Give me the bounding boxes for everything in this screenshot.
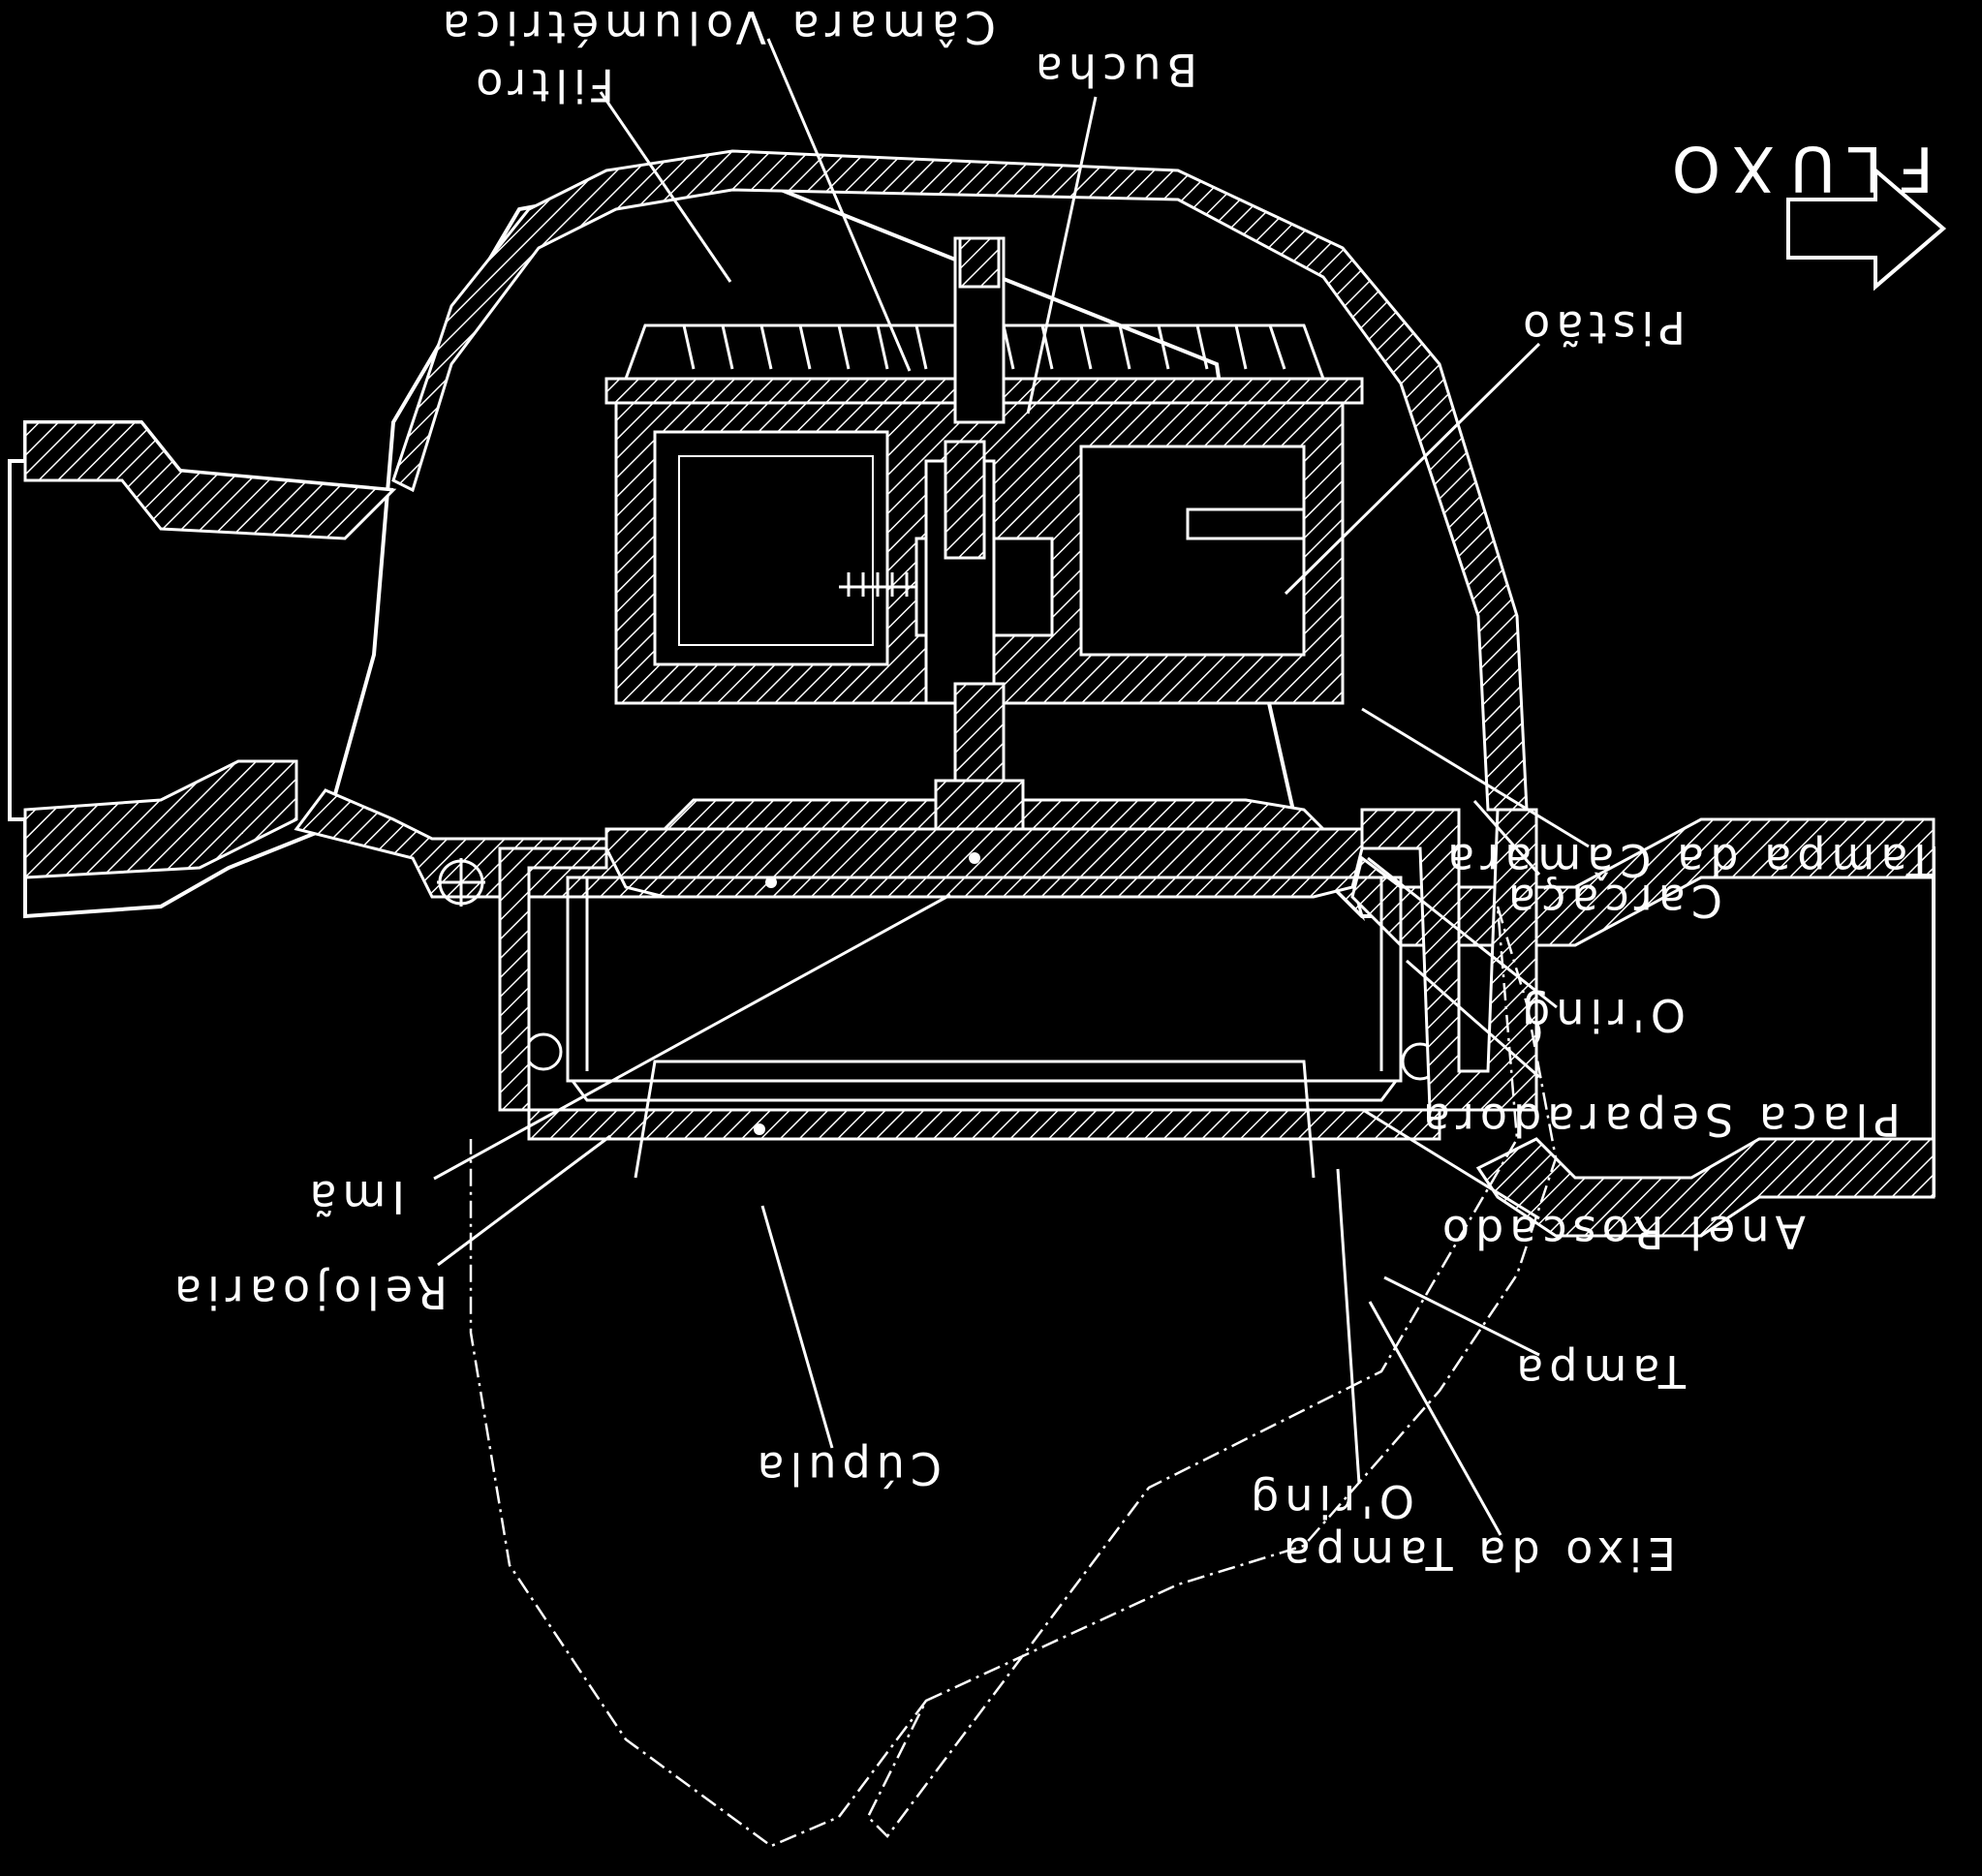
flow-label: FLUXO bbox=[1657, 132, 1934, 203]
label-anel-roscado: Anel Roscado bbox=[1437, 1206, 1806, 1258]
label-eixo-da-tampa: Eixo da Tampa bbox=[1278, 1527, 1676, 1580]
label-o-ring-2: O'ring bbox=[1245, 1475, 1414, 1527]
labels: Câmara Volumétrica Filtro Bucha FLUXO Pi… bbox=[169, 1, 1935, 1580]
label-pistao: Pistão bbox=[1517, 301, 1686, 354]
label-relojoaria: Relojoaria bbox=[169, 1266, 448, 1318]
lid-open-position-outline bbox=[866, 906, 1558, 1838]
label-cupula: Cúpula bbox=[751, 1442, 942, 1494]
label-ima: Imã bbox=[303, 1171, 405, 1223]
flow-arrow-icon bbox=[1786, 166, 1947, 292]
measuring-chamber bbox=[604, 236, 1364, 841]
leader-lines bbox=[433, 38, 1590, 1536]
label-o-ring-1: O'ring bbox=[1516, 989, 1686, 1041]
label-filtro: Filtro bbox=[470, 59, 614, 111]
label-camara-volumetrica: Câmara Volumétrica bbox=[437, 1, 996, 53]
label-carcaca: Carcaça bbox=[1502, 875, 1722, 927]
rotated-drawing bbox=[8, 149, 1947, 1848]
label-tampa-da-camara: Tampa da Câmara bbox=[1441, 834, 1935, 886]
label-bucha: Bucha bbox=[1030, 44, 1197, 96]
register-assembly bbox=[498, 808, 1538, 1179]
label-placa-separadora: Placa Separadora bbox=[1417, 1093, 1901, 1146]
label-tampa: Tampa bbox=[1510, 1345, 1687, 1398]
